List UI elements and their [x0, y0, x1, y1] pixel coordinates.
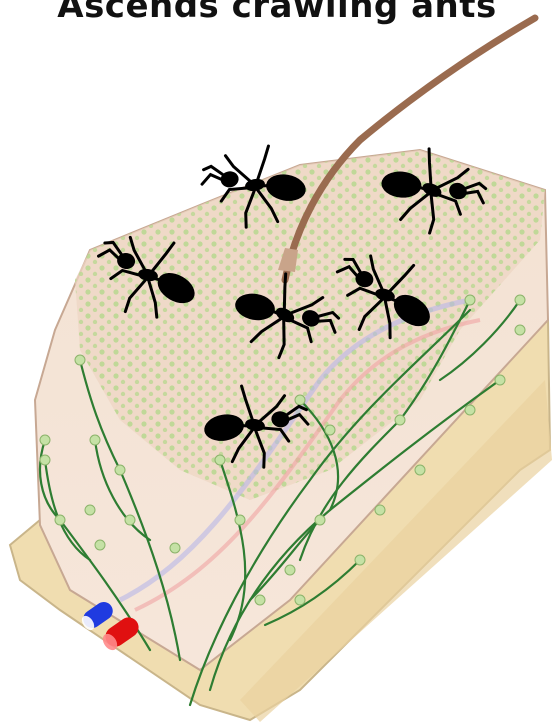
skin-diagram [0, 0, 554, 727]
